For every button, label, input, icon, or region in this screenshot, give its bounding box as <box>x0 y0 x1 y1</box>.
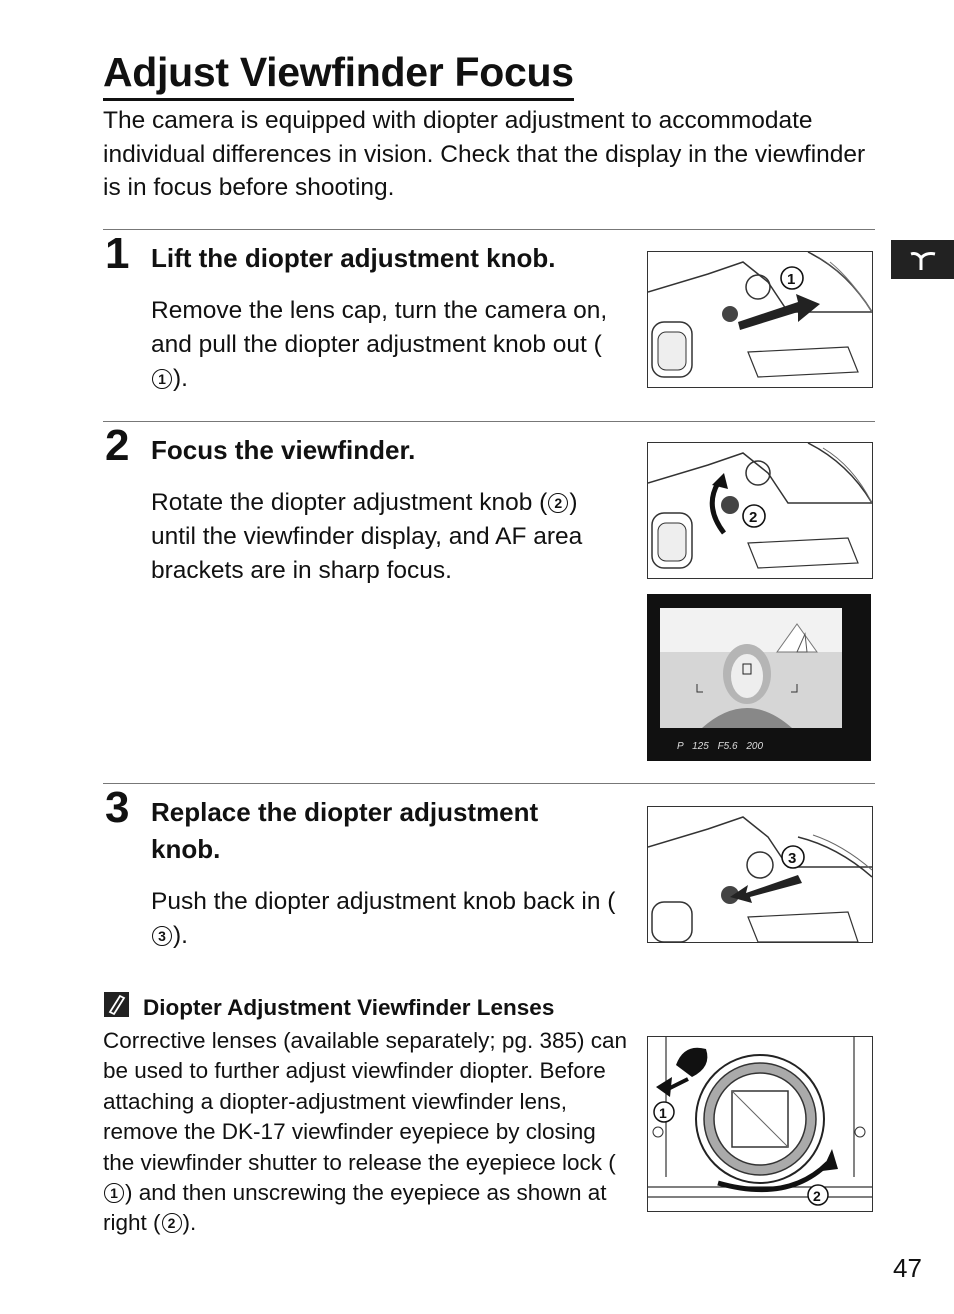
callout-1: 1 <box>787 271 795 288</box>
step-body: Rotate the diopter adjustment knob (2) u… <box>151 489 583 584</box>
viewfinder-display-image: P 125 F5.6 200 <box>647 594 871 761</box>
camera-illustration-replace: 3 <box>647 806 873 943</box>
callout-1: 1 <box>659 1105 667 1121</box>
eyepiece-illustration: 1 2 <box>647 1036 873 1212</box>
note-body: Corrective lenses (available separately;… <box>103 1028 628 1236</box>
vf-shutter: 125 <box>692 741 709 752</box>
step-body: Remove the lens cap, turn the camera on,… <box>151 297 608 392</box>
sprout-icon <box>910 252 936 270</box>
section-tab <box>891 240 954 279</box>
step-number: 2 <box>105 421 130 470</box>
callout-2: 2 <box>749 509 757 526</box>
camera-illustration-lift: 1 <box>647 251 873 388</box>
vf-iso: 200 <box>745 741 763 752</box>
camera-illustration-rotate: 2 <box>647 442 873 579</box>
page-number: 47 <box>893 1253 922 1283</box>
callout-3: 3 <box>788 850 796 867</box>
callout-marker: 2 <box>161 1213 182 1234</box>
svg-text:P 125 F5.6 2: P 125 F5.6 200 <box>677 741 763 752</box>
intro-paragraph: The camera is equipped with diopter adju… <box>103 107 866 201</box>
step-number: 1 <box>105 229 130 278</box>
callout-marker: 1 <box>104 1183 124 1204</box>
vf-aperture: F5.6 <box>718 741 738 752</box>
page-title: Adjust Viewfinder Focus <box>103 46 574 101</box>
callout-2: 2 <box>813 1188 821 1204</box>
note-heading: Diopter Adjustment Viewfinder Lenses <box>143 995 555 1020</box>
step-heading: Focus the viewfinder. <box>151 435 416 465</box>
callout-marker: 1 <box>152 369 172 389</box>
step-heading: Replace the diopter adjustment <box>151 797 539 827</box>
step-heading-cont: knob. <box>151 834 221 864</box>
vf-mode: P <box>677 741 684 752</box>
callout-marker: 2 <box>548 493 569 513</box>
divider <box>103 421 875 422</box>
divider <box>103 229 875 230</box>
step-number: 3 <box>105 783 130 832</box>
callout-marker: 3 <box>152 926 172 946</box>
step-body: Push the diopter adjustment knob back in… <box>151 888 616 949</box>
step-heading: Lift the diopter adjustment knob. <box>151 243 556 273</box>
divider <box>103 783 875 784</box>
note-pencil-icon <box>104 992 129 1017</box>
